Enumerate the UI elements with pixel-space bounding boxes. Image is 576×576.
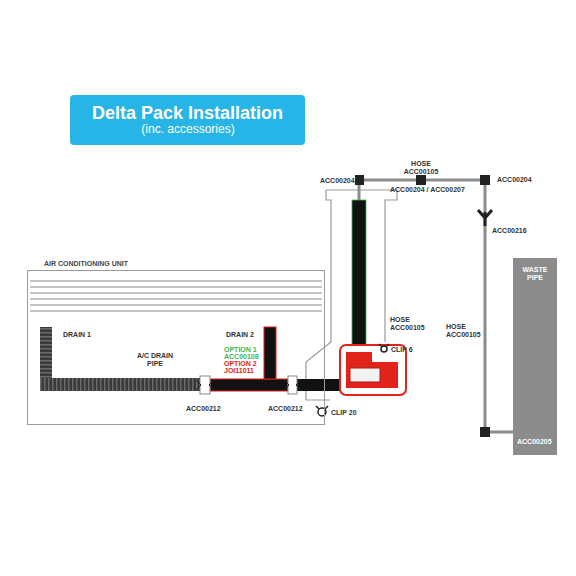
part-label: OPTION 2 bbox=[224, 360, 257, 368]
part-label: DRAIN 2 bbox=[226, 331, 254, 339]
drain-2-pipe bbox=[264, 327, 276, 379]
part-label: A/C DRAIN PIPE bbox=[135, 352, 175, 368]
joiner-fitting bbox=[416, 175, 426, 185]
pump bbox=[346, 352, 398, 388]
title-banner: Delta Pack Installation bbox=[70, 95, 305, 145]
vent-grille bbox=[30, 281, 322, 311]
part-label: CLIP 20 bbox=[331, 409, 357, 417]
waste-pipe: WASTE PIPE bbox=[513, 258, 557, 455]
hose bbox=[359, 180, 513, 432]
pump-housing bbox=[306, 190, 397, 400]
part-label: ACC00216 bbox=[492, 227, 527, 235]
subtitle: (inc. accessories) bbox=[88, 122, 288, 136]
node-label: AIR CONDITIONING UNIT bbox=[44, 260, 128, 268]
elbow-fitting bbox=[480, 427, 490, 437]
part-label: HOSE ACC00105 bbox=[390, 316, 424, 332]
part-label: ACC00205 bbox=[517, 438, 552, 446]
part-label: ACC00204 / ACC00207 bbox=[390, 186, 465, 194]
drain-option-pipe bbox=[210, 379, 288, 391]
part-label: ACC00108 bbox=[224, 353, 259, 361]
part-label: CLIP 6 bbox=[391, 346, 413, 354]
node-label: WASTE PIPE bbox=[515, 266, 555, 282]
part-label: ACC00204 bbox=[320, 177, 355, 185]
non-return-valve bbox=[478, 210, 492, 226]
part-label: HOSE ACC00105 bbox=[401, 160, 441, 176]
diagram-title: Delta Pack Installation bbox=[70, 103, 305, 123]
drain-pipe bbox=[40, 378, 200, 391]
part-label: HOSE ACC00105 bbox=[446, 323, 480, 339]
part-label: ACC00204 bbox=[497, 176, 532, 184]
part-label: DRAIN 1 bbox=[63, 331, 91, 339]
hose bbox=[352, 200, 366, 345]
part-label: ACC00212 bbox=[268, 405, 303, 413]
elbow-fitting bbox=[355, 175, 364, 185]
part-label: OPTION 1 bbox=[224, 346, 257, 354]
clip-symbol bbox=[316, 344, 389, 416]
pump-inlet-pipe bbox=[297, 379, 345, 391]
part-label: JOI11011 bbox=[224, 367, 254, 375]
unit-box: AIR CONDITIONING UNIT bbox=[27, 270, 325, 425]
elbow-fitting bbox=[480, 175, 490, 185]
part-label: ACC00212 bbox=[186, 405, 221, 413]
